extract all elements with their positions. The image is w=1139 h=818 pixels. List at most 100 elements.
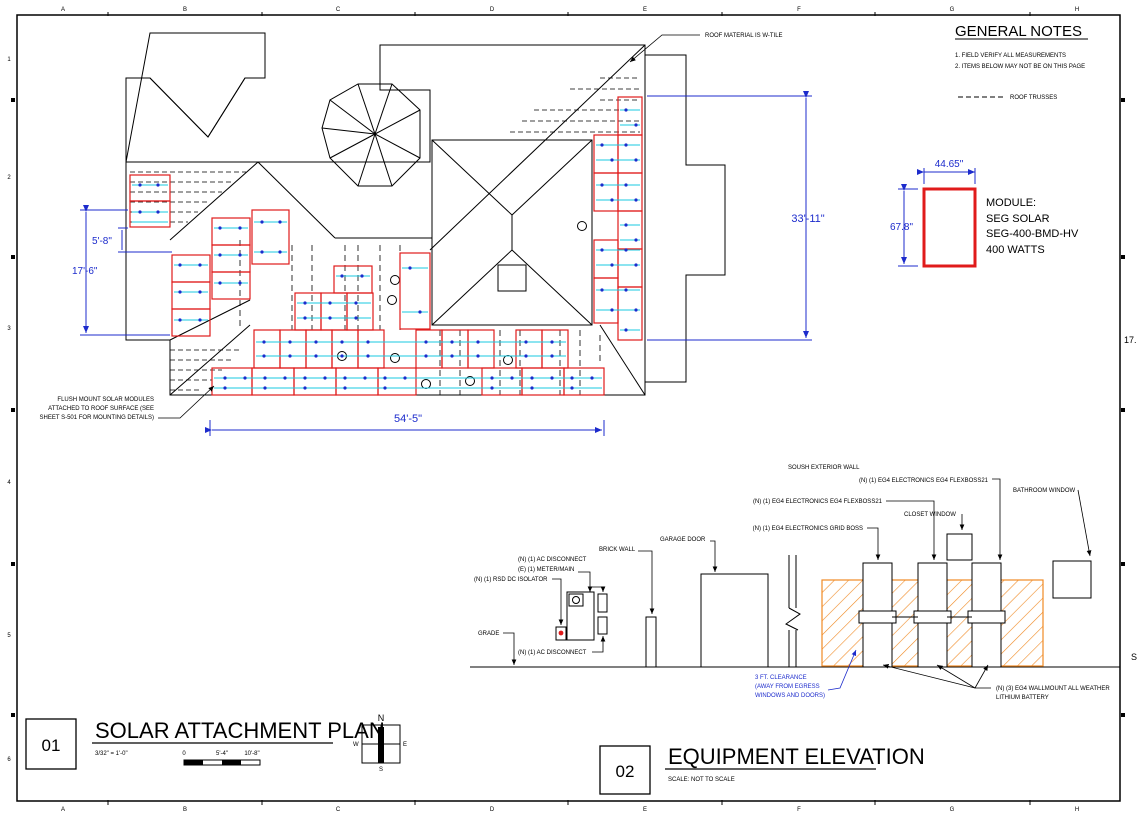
mounting-rails <box>132 109 640 389</box>
upper-roof-outline <box>125 32 646 396</box>
plan-scale: 3/32" = 1'-0" <box>95 751 128 757</box>
col-label: C <box>336 7 341 13</box>
scale-bar-label: 5'-4" <box>216 751 228 757</box>
label-south-wall: SOUSH EXTERIOR WALL <box>788 465 860 471</box>
ac-disconnect <box>597 593 608 613</box>
dimension-height: 33'-11" <box>791 213 824 225</box>
row-label: 3 <box>7 326 11 332</box>
row-label: 2 <box>7 175 11 181</box>
scale-bar <box>183 759 261 766</box>
compass-e: E <box>403 742 407 748</box>
plan-title: SOLAR ATTACHMENT PLAN <box>95 718 385 743</box>
ac-disconnect-lower <box>597 616 608 635</box>
label-flexboss-a: (N) (1) EG4 ELECTRONICS EG4 FLEXBOSS21 <box>859 478 989 484</box>
label-clearance: (AWAY FROM EGRESS <box>755 684 820 690</box>
general-notes: GENERAL NOTES 1. FIELD VERIFY ALL MEASUR… <box>955 23 1088 101</box>
col-label: D <box>490 807 495 813</box>
label-flexboss-b: (N) (1) EG4 ELECTRONICS EG4 FLEXBOSS21 <box>753 499 883 505</box>
flush-mount-note-line: SHEET S-501 FOR MOUNTING DETAILS) <box>40 415 154 421</box>
legend-roof-trusses: ROOF TRUSSES <box>1010 95 1057 101</box>
label-brick-wall: BRICK WALL <box>599 547 636 553</box>
col-label: H <box>1075 807 1079 813</box>
bathroom-window <box>1052 560 1092 599</box>
elevation-number: 02 <box>616 762 635 781</box>
row-label: 6 <box>7 757 11 763</box>
dimension-large: 17'-6" <box>72 266 98 277</box>
roof-material-note: ROOF MATERIAL IS W-TILE <box>705 33 783 39</box>
col-label: B <box>183 7 187 13</box>
module-width-dim: 44.65" <box>935 159 964 170</box>
col-label: B <box>183 807 187 813</box>
label-meter-main: (E) (1) METER/MAIN <box>518 567 574 573</box>
closet-window <box>946 533 973 561</box>
label-grid-boss: (N) (1) EG4 ELECTRONICS GRID BOSS <box>753 526 863 532</box>
edge-fragment: S <box>1131 652 1137 662</box>
module-spec-line: SEG SOLAR <box>986 213 1050 225</box>
col-label: D <box>490 7 495 13</box>
scale-bar-label: 0 <box>182 751 186 757</box>
module-spec-line: 400 WATTS <box>986 244 1045 256</box>
flush-mount-note-line: ATTACHED TO ROOF SURFACE (SEE <box>48 406 154 412</box>
label-bathroom-window: BATHROOM WINDOW <box>1013 488 1076 494</box>
elevation-scale: SCALE: NOT TO SCALE <box>668 777 735 783</box>
edge-fragment: 17. <box>1124 335 1137 345</box>
battery-units <box>858 562 1006 668</box>
module-spec-line: MODULE: <box>986 197 1036 209</box>
equipment-elevation <box>470 478 1120 691</box>
col-label: A <box>61 7 65 13</box>
row-ticks <box>11 98 1125 717</box>
brick-wall <box>645 616 657 668</box>
label-garage-door: GARAGE DOOR <box>660 537 706 543</box>
compass-w: W <box>353 742 359 748</box>
col-label: C <box>336 807 341 813</box>
note-item: 1. FIELD VERIFY ALL MEASUREMENTS <box>955 53 1066 59</box>
notes-title: GENERAL NOTES <box>955 23 1082 40</box>
label-clearance: WINDOWS AND DOORS) <box>755 693 825 699</box>
roof-vents <box>337 221 587 389</box>
solar-modules <box>129 96 643 396</box>
label-battery: (N) (3) EG4 WALLMOUNT ALL WEATHER <box>996 686 1110 692</box>
row-label: 1 <box>7 57 11 63</box>
label-grade: GRADE <box>478 631 499 637</box>
note-item: 2. ITEMS BELOW MAY NOT BE ON THIS PAGE <box>955 64 1085 70</box>
module-height-dim: 67.8" <box>890 222 913 233</box>
row-label: 4 <box>7 480 11 486</box>
plan-number: 01 <box>42 736 61 755</box>
roof-truss-lines <box>130 77 640 391</box>
hip-roof-block <box>431 139 593 326</box>
turret-ridges <box>321 83 421 187</box>
label-ac-disconnect-bottom: (N) (1) AC DISCONNECT <box>518 650 587 656</box>
col-label: H <box>1075 7 1079 13</box>
roof-plan <box>125 32 726 396</box>
north-arrow-icon: N S E W <box>353 713 407 773</box>
col-label: A <box>61 807 65 813</box>
flush-mount-note-line: FLUSH MOUNT SOLAR MODULES <box>57 397 154 403</box>
label-battery: LITHIUM BATTERY <box>996 695 1049 701</box>
elevation-title: EQUIPMENT ELEVATION <box>668 744 925 769</box>
elevation-leaders <box>503 478 1092 689</box>
wall-break <box>785 555 801 667</box>
plan-title-block: 01 SOLAR ATTACHMENT PLAN 3/32" = 1'-0" 0… <box>25 718 385 770</box>
col-label: E <box>643 807 647 813</box>
col-label: F <box>797 7 801 13</box>
row-label: 5 <box>7 633 11 639</box>
garage-door <box>700 573 769 668</box>
skylight <box>497 264 527 292</box>
label-clearance: 3 FT. CLEARANCE <box>755 675 807 681</box>
compass-n: N <box>378 713 385 723</box>
turret-roof <box>321 83 421 187</box>
col-label: E <box>643 7 647 13</box>
module-detail: 44.65" 67.8" MODULE: SEG SOLAR SEG-400-B… <box>890 159 1079 268</box>
col-label: F <box>797 807 801 813</box>
compass-s: S <box>379 767 383 773</box>
sheet-border: A B C D E F G H A B C D E F G H 1 2 3 4 … <box>7 7 1137 813</box>
scale-bar-label: 10'-8" <box>244 751 259 757</box>
plan-dimensions <box>80 91 812 436</box>
dimension-small: 5'-8" <box>92 236 112 247</box>
attachment-points <box>138 108 638 390</box>
col-label: G <box>950 807 955 813</box>
label-rsd-isolator: (N) (1) RSD DC ISOLATOR <box>474 577 548 583</box>
module-spec-line: SEG-400-BMD-HV <box>986 228 1079 240</box>
dimension-width: 54'-5" <box>394 413 422 425</box>
label-ac-disconnect: (N) (1) AC DISCONNECT <box>518 557 587 563</box>
